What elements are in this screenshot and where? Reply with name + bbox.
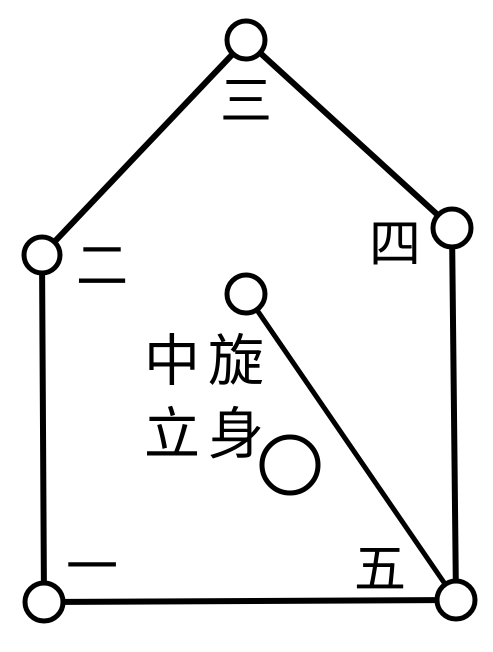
label-five: 五: [354, 540, 406, 600]
label-one: 一: [66, 538, 118, 598]
label-shen: 身: [208, 403, 264, 468]
label-zhong: 中: [144, 330, 200, 395]
edge-3-4: [243, 37, 455, 231]
label-li: 立: [144, 403, 200, 468]
label-three: 三: [220, 72, 272, 132]
edge-2-3: [39, 37, 249, 258]
label-xuan: 旋: [208, 330, 264, 395]
node-four: [430, 206, 474, 250]
node-center: [224, 272, 268, 316]
node-one: [22, 580, 66, 624]
node-two: [21, 234, 63, 276]
edge-center-5: [243, 291, 459, 603]
edge-1-2: [39, 252, 47, 605]
node-inner-open: [259, 434, 321, 496]
label-two: 二: [76, 237, 128, 297]
label-four: 四: [369, 215, 421, 275]
edge-4-5: [449, 225, 459, 603]
node-three: [224, 18, 268, 62]
edge-5-1: [41, 597, 459, 605]
node-five: [434, 578, 478, 622]
